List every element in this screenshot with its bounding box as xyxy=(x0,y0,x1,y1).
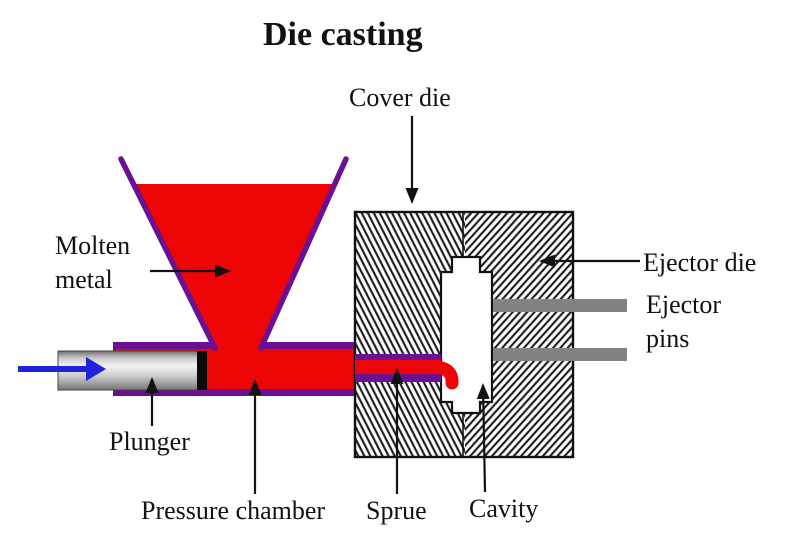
cover-die-label: Cover die xyxy=(349,83,451,112)
ejector-pins-label: Ejector pins xyxy=(646,290,722,354)
cavity-label: Cavity xyxy=(469,494,539,523)
cavity-arrow xyxy=(476,383,490,493)
ejector-pin-top xyxy=(493,299,627,312)
funnel-left-wall xyxy=(118,156,218,351)
plunger-label: Plunger xyxy=(109,427,190,456)
diagram-title: Die casting xyxy=(263,16,423,53)
molten-metal-funnel-fill xyxy=(133,184,335,372)
sprue-melt xyxy=(355,360,441,374)
molten-metal-label: Molten metal xyxy=(55,231,131,295)
injection-direction-arrow xyxy=(18,357,106,381)
cavity-shape xyxy=(439,255,494,415)
plunger-tip xyxy=(197,351,207,390)
pressure-chamber-label: Pressure chamber xyxy=(141,496,326,525)
molten-metal-flow-hook xyxy=(428,360,459,390)
ejector-pin-bottom xyxy=(493,348,627,361)
sprue-label: Sprue xyxy=(366,496,427,525)
funnel-right-wall xyxy=(258,156,349,351)
die-block-border xyxy=(353,210,575,459)
ejector-die-label: Ejector die xyxy=(643,248,757,277)
